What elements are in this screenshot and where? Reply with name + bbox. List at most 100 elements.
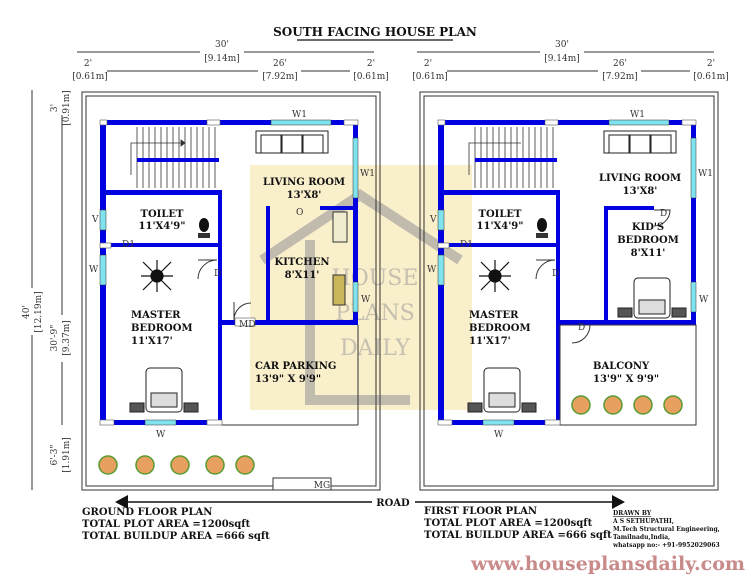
toilet-fixture-icon (536, 218, 548, 238)
compass-rose-icon (479, 260, 511, 292)
top-dimensions-left: 30' [9.14m] 2' [0.61m] 26' [7.92m] 2' [0… (72, 40, 389, 82)
toilet-wall (106, 243, 222, 247)
side-dimensions: 40' [12.19m] 30'-9" [9.37m] 3' [0.91m] 6… (22, 90, 72, 490)
svg-text:TOTAL PLOT AREA =1200sqft: TOTAL PLOT AREA =1200sqft (82, 519, 251, 530)
svg-text:[1.91m]: [1.91m] (62, 437, 72, 473)
svg-text:40': 40' (22, 305, 32, 319)
sofa-icon (255, 130, 329, 154)
svg-text:2': 2' (707, 59, 715, 69)
car-parking-label: CAR PARKING (255, 361, 336, 372)
svg-text:whatsapp no:- +91-9952029063: whatsapp no:- +91-9952029063 (612, 542, 720, 549)
svg-text:13'9" X 9'9": 13'9" X 9'9" (593, 374, 659, 385)
svg-text:D1: D1 (122, 240, 135, 250)
svg-text:6'-3": 6'-3" (50, 444, 60, 465)
svg-text:W1: W1 (630, 110, 645, 120)
first-floor-plan: LIVING ROOM 13'X8' TOILET 11'X4'9" KID'S… (419, 91, 719, 491)
svg-text:W: W (494, 430, 504, 440)
plot-boundary-inner (423, 95, 715, 487)
svg-text:W1: W1 (698, 169, 713, 179)
svg-text:W1: W1 (292, 110, 307, 120)
svg-text:FIRST FLOOR PLAN: FIRST FLOOR PLAN (424, 506, 537, 517)
plot-boundary-inner (85, 95, 377, 487)
window-w1-right (352, 137, 359, 199)
kids-door-swing (653, 209, 671, 227)
kitchen-label: KITCHEN (275, 257, 330, 268)
compass-rose-icon (141, 260, 173, 292)
svg-text:[9.14m]: [9.14m] (544, 54, 580, 64)
kids-bedroom-label: KID'S (632, 222, 664, 233)
svg-text:D: D (214, 269, 221, 279)
svg-text:2': 2' (84, 59, 92, 69)
svg-text:30': 30' (555, 40, 569, 50)
svg-text:W: W (361, 295, 371, 305)
balcony-door-swing (571, 324, 591, 344)
svg-text:11'X17': 11'X17' (469, 336, 511, 347)
svg-text:[0.91m]: [0.91m] (62, 90, 72, 126)
balcony-outline (559, 324, 697, 426)
stove-icon (332, 274, 346, 306)
svg-text:D1: D1 (460, 240, 473, 250)
staircase (130, 127, 219, 188)
svg-text:W: W (156, 430, 166, 440)
svg-text:W: W (699, 295, 709, 305)
kids-bedroom-left-wall (604, 206, 608, 324)
balcony-label: BALCONY (593, 361, 650, 372)
ground-floor-caption: GROUND FLOOR PLAN TOTAL PLOT AREA =1200s… (82, 507, 270, 542)
svg-text:13'9" X 9'9": 13'9" X 9'9" (255, 374, 321, 385)
living-room-label: LIVING ROOM (263, 177, 345, 188)
main-door-opening (234, 317, 256, 327)
toilet-label: TOILET (141, 209, 184, 220)
svg-text:[9.14m]: [9.14m] (204, 54, 240, 64)
plot-boundary-outer (419, 91, 719, 491)
svg-text:[9.37m]: [9.37m] (62, 320, 72, 356)
room-labels: LIVING ROOM 13'X8' TOILET 11'X4'9" KID'S… (469, 173, 681, 385)
toilet-label: TOILET (479, 209, 522, 220)
svg-text:11'X4'9": 11'X4'9" (139, 221, 186, 232)
svg-text:M.Tech Structural Engineering,: M.Tech Structural Engineering, (613, 526, 720, 533)
kitchen-bottom-wall (222, 320, 358, 325)
kitchen-sink-icon (332, 211, 348, 243)
svg-text:2': 2' (424, 59, 432, 69)
kids-bed-icon (617, 277, 687, 319)
window-w-bottom (144, 419, 177, 426)
garden-plants-icon (571, 395, 683, 415)
svg-text:8'X11': 8'X11' (285, 270, 320, 281)
opening-labels: W1 W1 V W D1 D MD O W W (89, 110, 375, 440)
svg-text:30'-9": 30'-9" (50, 325, 60, 352)
svg-text:HOUSE: HOUSE (332, 266, 419, 291)
svg-text:[0.61m]: [0.61m] (72, 72, 108, 82)
first-floor-caption: FIRST FLOOR PLAN TOTAL PLOT AREA =1200sq… (424, 506, 612, 541)
svg-text:[7.92m]: [7.92m] (602, 72, 638, 82)
credits: DRAWN BY A S SETHUPATHI, M.Tech Structur… (612, 510, 720, 549)
bedroom-wall (218, 190, 222, 425)
svg-text:V: V (91, 215, 99, 225)
sofa-icon (603, 130, 677, 154)
ground-floor-plan: MG (81, 91, 381, 491)
svg-text:3': 3' (50, 104, 60, 112)
svg-text:13'X8': 13'X8' (287, 190, 322, 201)
svg-text:W1: W1 (360, 169, 375, 179)
bed-icon (467, 367, 537, 413)
svg-text:11'X4'9": 11'X4'9" (477, 221, 524, 232)
svg-text:V: V (429, 215, 437, 225)
svg-text:TOTAL BUILDUP AREA =666 sqft: TOTAL BUILDUP AREA =666 sqft (82, 531, 270, 542)
window-w-kitchen (352, 281, 359, 313)
svg-text:BEDROOM: BEDROOM (617, 235, 679, 246)
svg-text:[12.19m]: [12.19m] (34, 291, 44, 332)
watermark-house-logo (259, 189, 463, 405)
website-watermark: www.houseplansdaily.com (470, 553, 745, 575)
garden-plants-icon (98, 455, 255, 475)
svg-text:D: D (660, 209, 667, 219)
svg-text:30': 30' (215, 40, 229, 50)
master-bedroom-label: MASTER (131, 310, 181, 321)
svg-text:D: D (552, 269, 559, 279)
plot-boundary-outer (81, 91, 381, 491)
kitchen-top-wall (320, 206, 358, 210)
watermark-background (250, 165, 472, 410)
svg-text:MD: MD (239, 320, 255, 330)
svg-text:2': 2' (367, 59, 375, 69)
right-wall (353, 120, 358, 325)
svg-text:BEDROOM: BEDROOM (131, 323, 193, 334)
svg-text:O: O (296, 208, 303, 218)
ventilator-v (99, 209, 107, 231)
